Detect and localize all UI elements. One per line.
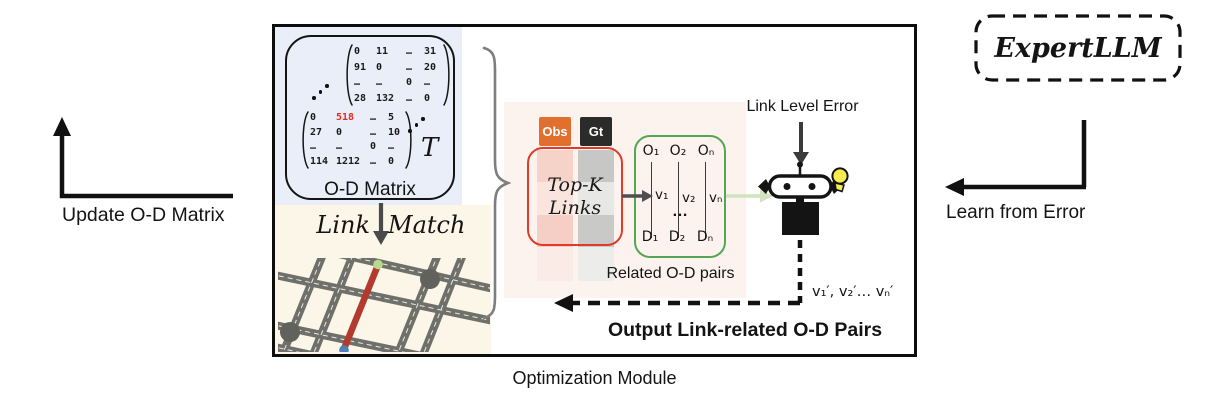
matrix-cell: 114 (310, 155, 329, 167)
matrix-cell: 31 (424, 46, 437, 57)
related-od-pairs-caption: Related O-D pairs (606, 265, 735, 282)
matrix-cell: 91 (354, 61, 367, 73)
output-dashed-arrow (554, 240, 803, 312)
matrix-grid: 0 518 … 5 27 0 … 10 … … 0 … 114 1212 … 0 (310, 111, 404, 169)
matrix-cell: 0 (388, 155, 395, 167)
destination-label: D₁ (641, 229, 659, 245)
module-title: Optimization Module (512, 368, 677, 388)
od-matrix-bottom: 0 518 … 5 27 0 … 10 … … 0 … 114 1212 … 0 (300, 111, 414, 169)
matrix-cell: 0 (424, 92, 431, 104)
matrix-cell: 5 (388, 112, 395, 123)
origin-label: Oₙ (697, 143, 715, 159)
update-od-arrow (53, 117, 233, 199)
flow-label: vₙ (709, 190, 723, 206)
diagonal-dots-icon (408, 117, 425, 134)
matrix-cell: 11 (376, 46, 389, 57)
matrix-cell: 1212 (336, 155, 361, 167)
matrix-cell-highlight: 518 (336, 112, 355, 123)
matrix-cell: 10 (388, 126, 401, 138)
highlighted-link (340, 261, 382, 352)
matrix-cell: … (376, 77, 383, 88)
expertllm-border (974, 14, 1182, 82)
destination-label: Dₙ (696, 229, 714, 245)
update-od-matrix-label: Update O-D Matrix (62, 204, 225, 226)
matrix-cell: 27 (310, 126, 323, 138)
matrix-cell: 28 (354, 92, 367, 104)
gt-header: Gt (580, 117, 612, 146)
match-label: Match (388, 211, 466, 239)
matrix-grid: 0 11 … 31 91 0 … 20 … … 0 … 28 132 … 0 (354, 44, 442, 106)
paren-left-icon (302, 111, 309, 169)
topk-to-pairs-arrow (622, 190, 653, 202)
expertllm-label: ExpertLLM (994, 32, 1162, 64)
matrix-cell: … (406, 46, 413, 57)
matrix-cell: 0 (376, 61, 383, 73)
matrix-cell: … (388, 141, 395, 152)
matrix-cell: … (424, 77, 431, 88)
obs-cell (537, 182, 573, 215)
matrix-cell: … (310, 141, 317, 152)
bulb-icon (831, 167, 849, 193)
link-match-arrow (373, 203, 389, 245)
matrix-cell: 0 (370, 141, 377, 152)
origin-label: O₂ (669, 143, 687, 159)
od-matrix-top: 0 11 … 31 91 0 … 20 … … 0 … 28 132 … 0 (344, 44, 452, 106)
od-matrix-label: O-D Matrix (324, 179, 416, 200)
topk-line2: Links (548, 196, 602, 219)
v-output-label: v₁′, v₂′… vₙ′ (812, 284, 894, 300)
link-level-error-label: Link Level Error (746, 98, 859, 115)
topk-line1: Top-K (547, 173, 603, 196)
matrix-cell: 20 (424, 61, 437, 73)
intersection-blob (420, 269, 440, 289)
output-caption: Output Link-related O-D Pairs (607, 319, 883, 341)
gt-cell (578, 247, 614, 281)
od-pair-line (678, 162, 680, 238)
matrix-cell: … (406, 61, 413, 73)
matrix-cell: 0 (336, 126, 343, 138)
matrix-cell: … (370, 112, 377, 123)
od-pair-line (705, 162, 707, 238)
od-matrix-box (285, 35, 455, 200)
paren-right-icon (405, 111, 412, 169)
matrix-cell: … (370, 155, 377, 167)
learn-from-error-label: Learn from Error (946, 202, 1086, 223)
matrix-cell: 0 (354, 46, 361, 57)
origin-label: O₁ (642, 143, 660, 159)
origin-dot (373, 259, 383, 270)
destination-dot (339, 345, 349, 352)
matrix-cell: 0 (406, 77, 413, 88)
diagonal-dots-icon (312, 84, 329, 101)
topk-links-box: Top-K Links (527, 147, 623, 246)
learn-from-error-arrow (945, 120, 1087, 196)
intersection-blob (280, 322, 300, 342)
road-map-graphic (278, 258, 490, 352)
paren-right-icon (443, 44, 450, 106)
destination-label: D₂ (668, 229, 686, 245)
matrix-cell: … (370, 126, 377, 138)
pairs-to-robot-arrow (724, 189, 773, 203)
matrix-cell: … (336, 141, 343, 152)
brace-icon (482, 46, 511, 320)
obs-cell (537, 150, 573, 182)
gt-cell (578, 182, 614, 215)
robot-ear (758, 179, 770, 194)
matrix-cell: 132 (376, 92, 395, 104)
flow-label: v₁ (655, 187, 669, 203)
obs-cell (537, 247, 573, 281)
paren-left-icon (346, 44, 353, 106)
link-label: Link (316, 211, 370, 239)
matrix-cell: … (354, 77, 361, 88)
ellipsis-dots: … (672, 203, 690, 220)
matrix-cell: 0 (310, 112, 317, 123)
obs-cell (537, 215, 573, 247)
tensor-symbol: T (421, 133, 439, 163)
robot-icon (758, 161, 849, 235)
error-down-arrow (793, 122, 809, 165)
obs-header: Obs (539, 117, 571, 146)
flow-label: v₂ (682, 190, 696, 206)
od-pair-line (651, 162, 653, 238)
matrix-cell: … (406, 92, 413, 104)
